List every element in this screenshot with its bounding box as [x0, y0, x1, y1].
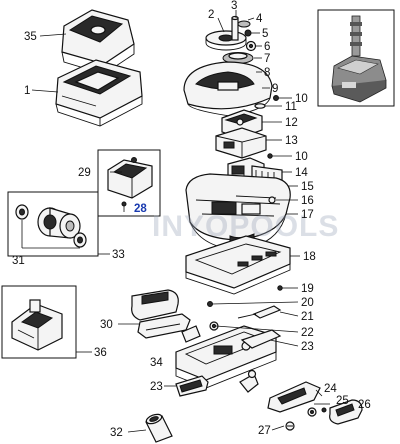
label-24: 24	[324, 383, 337, 395]
part-32-hose-coupling[interactable]	[145, 413, 173, 443]
label-23-upper: 23	[301, 341, 314, 353]
label-10-lower: 10	[295, 151, 308, 163]
label-21: 21	[301, 311, 314, 323]
part-2-gear[interactable]	[205, 30, 247, 51]
part-10-screw-upper[interactable]	[273, 95, 279, 101]
part-16-seal[interactable]	[235, 195, 277, 204]
part-18-bottom-tray[interactable]	[185, 235, 291, 295]
label-9: 9	[272, 83, 278, 95]
label-30: 30	[100, 319, 113, 331]
label-7: 7	[264, 53, 270, 65]
label-25: 25	[336, 395, 349, 407]
part-15-chassis-body[interactable]	[185, 173, 291, 241]
label-5: 5	[262, 28, 268, 40]
part-4-washer[interactable]	[237, 20, 251, 28]
label-34: 34	[150, 357, 163, 369]
part-36-bracket[interactable]	[11, 299, 63, 351]
label-32: 32	[110, 427, 123, 439]
part-33-roller-box	[7, 191, 99, 257]
label-15: 15	[301, 181, 314, 193]
label-23-lower: 23	[150, 381, 163, 393]
label-4: 4	[256, 13, 263, 25]
label-16: 16	[301, 195, 314, 207]
label-35: 35	[24, 31, 37, 43]
part-19-screw[interactable]	[277, 285, 283, 291]
part-23-lower-track[interactable]	[175, 375, 209, 397]
label-18: 18	[303, 251, 316, 263]
label-6: 6	[264, 41, 270, 53]
label-1: 1	[24, 85, 30, 97]
label-8: 8	[264, 67, 270, 79]
part-1-base-housing[interactable]	[55, 59, 143, 127]
label-27: 27	[258, 425, 271, 437]
label-22: 22	[301, 327, 314, 339]
label-31: 31	[12, 255, 25, 267]
part-number-labels: 35 1 2 3 4 5 6 7 8 9 10 11 12 13 10 14 1…	[12, 0, 371, 439]
label-26: 26	[358, 399, 371, 411]
leader-lines	[21, 10, 330, 433]
part-29-valve-housing[interactable]	[107, 157, 153, 199]
part-21-axle[interactable]	[237, 305, 282, 319]
part-31-roller-right[interactable]	[73, 232, 87, 248]
label-13: 13	[285, 135, 298, 147]
part-25-washer[interactable]	[307, 407, 327, 417]
label-11: 11	[285, 101, 297, 113]
part-27-nut[interactable]	[285, 421, 295, 431]
label-12: 12	[285, 117, 298, 129]
label-2: 2	[208, 9, 214, 21]
part-20-pin[interactable]	[207, 301, 213, 307]
part-26-right-side-cover[interactable]	[329, 399, 363, 425]
part-24-right-panel[interactable]	[239, 369, 321, 413]
part-28-screw[interactable]	[121, 201, 127, 212]
part-36-bracket-box	[1, 285, 77, 359]
part-31-roller-left[interactable]	[15, 204, 29, 220]
assembled-cleaner-inset	[317, 9, 395, 107]
part-6-bearing[interactable]	[245, 40, 257, 52]
label-28: 28	[134, 203, 147, 215]
label-29: 29	[78, 167, 91, 179]
label-14: 14	[295, 167, 308, 179]
part-29-housing-box	[97, 149, 161, 217]
part-3-shaft[interactable]	[231, 15, 239, 41]
label-3: 3	[231, 0, 237, 12]
label-10-upper: 10	[295, 93, 308, 105]
part-23-upper-track[interactable]	[240, 329, 282, 349]
part-5-clip[interactable]	[244, 29, 252, 37]
part-33-roller-assembly[interactable]	[37, 207, 81, 239]
part-13-motor-mount[interactable]	[215, 127, 267, 159]
label-19: 19	[301, 283, 314, 295]
part-30-left-side-cover[interactable]	[131, 289, 179, 321]
watermark: INYOPOOLS	[152, 210, 339, 243]
part-22-pivot[interactable]	[209, 321, 219, 331]
label-33: 33	[112, 249, 125, 261]
label-36: 36	[94, 347, 107, 359]
part-35-top-cover[interactable]	[61, 9, 135, 75]
part-10-screw-lower[interactable]	[267, 153, 273, 159]
label-17: 17	[301, 209, 314, 221]
label-20: 20	[301, 297, 314, 309]
part-11-bushing[interactable]	[254, 103, 266, 109]
